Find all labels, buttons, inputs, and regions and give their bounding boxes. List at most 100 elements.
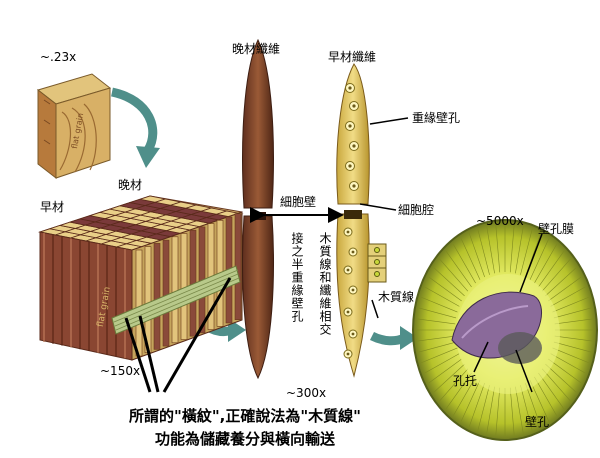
strand — [509, 224, 515, 273]
strand — [548, 358, 582, 384]
strand — [515, 226, 524, 274]
pit-aperture — [346, 230, 350, 234]
pit-aperture — [346, 352, 350, 356]
latewood-fiber-upper — [242, 38, 274, 209]
strand — [418, 307, 457, 319]
label-lumen: 細胞腔 — [398, 203, 435, 217]
pit-aperture — [346, 268, 350, 272]
pit-aperture — [351, 250, 355, 254]
strand — [417, 318, 456, 325]
zoom-arrow-3 — [369, 331, 407, 346]
strand — [445, 372, 472, 409]
strand — [554, 318, 593, 325]
strand — [433, 267, 465, 297]
strand — [424, 353, 460, 374]
cell-grid — [38, 195, 244, 251]
strand — [486, 226, 495, 274]
zoom-arrow-3-head — [400, 326, 418, 350]
strand — [428, 276, 462, 302]
strand — [545, 267, 577, 297]
label-scale-300: ~300x — [286, 386, 327, 400]
pit-membrane-strands — [417, 224, 593, 436]
strand — [468, 382, 485, 427]
strand — [554, 335, 593, 342]
upper-pits — [345, 83, 359, 191]
label-earlywood-fiber: 早材纖維 — [328, 50, 377, 64]
strand — [548, 276, 582, 302]
front-grain — [43, 233, 126, 359]
pit-aperture — [352, 144, 356, 148]
zoom-arrow-1-head — [136, 146, 160, 168]
strand — [529, 238, 550, 280]
strand — [553, 341, 592, 353]
zoom-arrow-1 — [110, 87, 158, 153]
strand — [509, 387, 515, 436]
strand — [418, 341, 457, 353]
strand — [525, 382, 542, 427]
strand — [445, 251, 472, 288]
strand — [538, 251, 565, 288]
pit-aperture — [352, 184, 356, 188]
label-cell-wall: 細胞壁 — [280, 195, 317, 209]
strand — [421, 347, 458, 364]
strand — [541, 258, 571, 292]
pit-aperture — [348, 124, 352, 128]
label-pit-membrane: 壁孔膜 — [538, 222, 575, 236]
strand — [439, 258, 469, 292]
strand — [477, 385, 490, 431]
pit-aperture — [346, 310, 350, 314]
large-wood-block — [38, 195, 244, 361]
side-cell — [171, 236, 179, 344]
pit-aperture — [351, 288, 355, 292]
strand — [550, 353, 586, 374]
side-cell — [153, 243, 161, 350]
strand — [439, 368, 469, 402]
pit-aperture — [348, 86, 352, 90]
strand — [453, 244, 476, 284]
strand — [428, 358, 462, 384]
strand — [534, 244, 557, 284]
strand — [424, 286, 460, 307]
strand — [477, 229, 490, 275]
lower-pits — [343, 227, 358, 359]
strand — [534, 376, 557, 416]
strand — [520, 385, 533, 431]
strand — [453, 376, 476, 416]
strand — [460, 238, 481, 280]
strand — [433, 363, 465, 393]
strand — [553, 307, 592, 319]
strand — [515, 386, 524, 434]
label-scale-5000: ~5000x — [476, 214, 524, 228]
earlywood-fiber-upper — [336, 63, 370, 205]
strand — [495, 387, 501, 436]
label-earlywood: 早材 — [40, 200, 65, 214]
pit-aperture — [348, 164, 352, 168]
label-pit: 壁孔 — [525, 415, 550, 429]
label-half-bordered-pit: 接之半重緣壁孔 — [290, 232, 304, 323]
caption-line-2: 功能為儲藏養分與橫向輸送 — [154, 430, 335, 448]
label-latewood-fiber: 晚材纖維 — [232, 42, 281, 56]
label-latewood: 晚材 — [118, 178, 143, 192]
strand — [538, 372, 565, 409]
label-torus: 孔托 — [453, 374, 478, 388]
latewood-fiber-lower — [242, 212, 274, 380]
pit-detail-5000x — [412, 219, 598, 441]
strand — [468, 233, 485, 278]
strand — [541, 368, 571, 402]
caption-line-1: 所謂的"橫紋",正確說法為"木質線" — [129, 407, 361, 425]
label-scale-150: ~150x — [100, 364, 141, 378]
strand — [550, 286, 586, 307]
strand — [545, 363, 577, 393]
side-cell — [162, 239, 170, 347]
label-wood-ray: 木質線 — [378, 290, 415, 304]
strand — [552, 347, 589, 364]
label-ray-crossing: 木質線和纖維相交 — [318, 232, 332, 336]
strand — [520, 229, 533, 275]
pit-aperture — [351, 332, 355, 336]
strand — [460, 380, 481, 422]
label-scale-023: ~.23x — [40, 50, 77, 64]
strand — [421, 296, 458, 313]
strand — [552, 296, 589, 313]
wood-ray-cells — [367, 243, 387, 283]
